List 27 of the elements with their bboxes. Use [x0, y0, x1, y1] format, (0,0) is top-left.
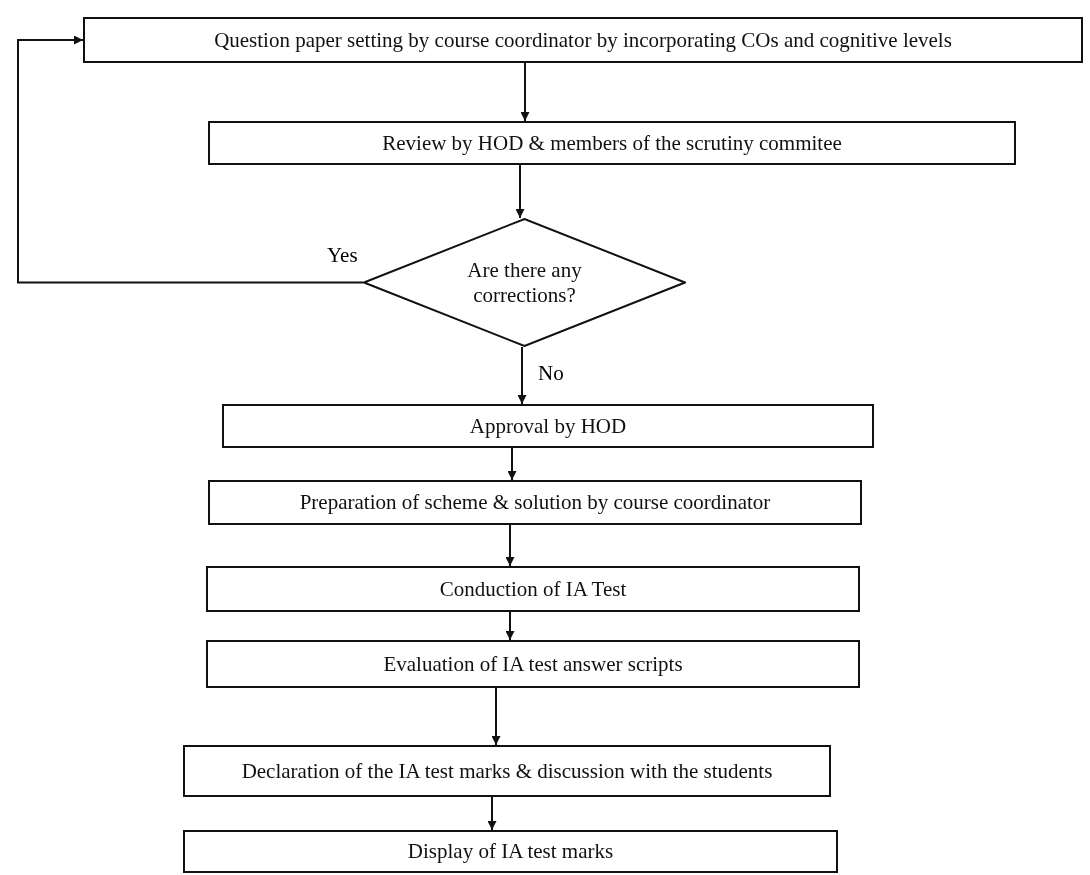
step-text: Display of IA test marks: [407, 839, 614, 864]
process-box: [208, 121, 1016, 165]
arrow: [487, 796, 497, 831]
step-text: Question paper setting by course coordinator by incorporating COs and cognitive levels: [214, 27, 952, 53]
process-box: [208, 480, 862, 525]
arrow: [517, 346, 527, 405]
arrow: [507, 447, 517, 481]
arrow: [17, 35, 364, 284]
process-box: [222, 404, 874, 448]
decision-text: Are there any corrections?: [466, 257, 583, 308]
step-text: Review by HOD & members of the scrutiny commitee: [382, 130, 842, 156]
process-box: [183, 745, 831, 797]
step-text: Preparation of scheme & solution by course coordinator: [299, 490, 771, 515]
step-text: Approval by HOD: [469, 413, 627, 439]
step-text: Conduction of IA Test: [439, 576, 627, 602]
step-text: Evaluation of IA test answer scripts: [383, 651, 683, 677]
process-box: [206, 566, 860, 612]
arrow: [520, 62, 530, 122]
arrow: [491, 687, 501, 746]
process-box: [206, 640, 860, 688]
step-text: Declaration of the IA test marks & discussion with the students: [241, 758, 773, 784]
process-box: [83, 17, 1083, 63]
decision-diamond: [363, 218, 686, 347]
arrow: [505, 524, 515, 567]
arrow: [515, 164, 525, 219]
process-box: [183, 830, 838, 873]
arrow: [505, 611, 515, 641]
